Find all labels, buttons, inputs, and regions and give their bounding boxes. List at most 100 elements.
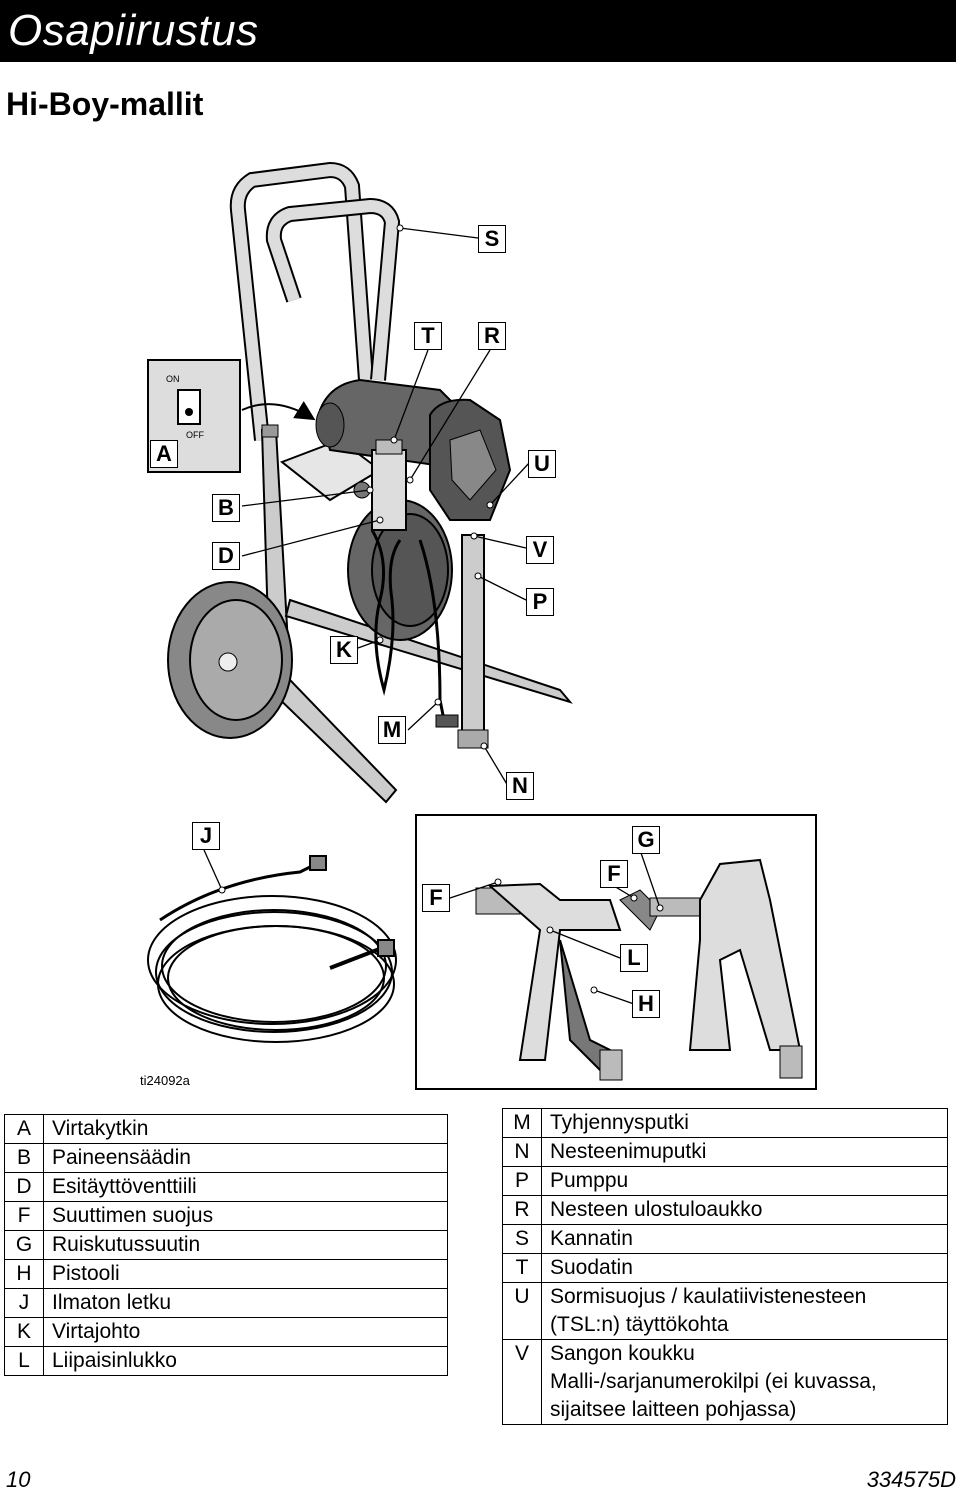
left-wheel — [167, 581, 293, 739]
legend-label-line: Nesteen ulostuloaukko — [550, 1198, 763, 1221]
legend-label: Pistooli — [43, 1259, 448, 1289]
switch-inset: ON OFF — [147, 359, 241, 473]
legend-row: J Ilmaton letku — [4, 1288, 448, 1318]
parts-illustration: ON OFF — [147, 161, 817, 1090]
legend-label-line: Nesteenimuputki — [550, 1140, 707, 1163]
legend-label: Kannatin — [541, 1224, 948, 1254]
legend-key: B — [4, 1143, 44, 1173]
legend-label-line: Ruiskutussuutin — [52, 1233, 201, 1256]
legend-row: K Virtajohto — [4, 1317, 448, 1347]
legend-label-line: Virtakytkin — [52, 1117, 149, 1140]
legend-key: M — [502, 1108, 542, 1138]
legend-label: Esitäyttöventtiili — [43, 1172, 448, 1202]
legend-key: A — [4, 1114, 44, 1144]
legend-label: Tyhjennysputki — [541, 1108, 948, 1138]
callout-g: G — [632, 826, 660, 854]
legend-row: H Pistooli — [4, 1259, 448, 1289]
pump-rod — [457, 534, 489, 749]
legend-label-line: Sormisuojus / kaulatiivistenesteen — [550, 1285, 867, 1308]
legend-label: Ruiskutussuutin — [43, 1230, 448, 1260]
legend-label-line: Suuttimen suojus — [52, 1204, 214, 1227]
legend-row: A Virtakytkin — [4, 1114, 448, 1144]
legend-label: Nesteenimuputki — [541, 1137, 948, 1167]
callout-t: T — [414, 322, 442, 350]
legend-label-line: Liipaisinlukko — [52, 1349, 177, 1372]
document-number: 334575D — [866, 1467, 956, 1492]
legend-label-line: Virtajohto — [52, 1320, 141, 1343]
legend-label-line: Kannatin — [550, 1227, 633, 1250]
legend-row: R Nesteen ulostuloaukko — [502, 1195, 948, 1225]
legend-key: R — [502, 1195, 542, 1225]
legend-label-line: Ilmaton letku — [52, 1291, 172, 1314]
legend-row: D Esitäyttöventtiili — [4, 1172, 448, 1202]
legend-key: U — [502, 1282, 542, 1340]
callout-s: S — [478, 225, 506, 253]
legend-key: H — [4, 1259, 44, 1289]
callout-b: B — [212, 494, 240, 522]
legend-row: B Paineensäädin — [4, 1143, 448, 1173]
legend-key: P — [502, 1166, 542, 1196]
leader-lines — [203, 227, 661, 1005]
callout-v: V — [526, 536, 554, 564]
callout-a: A — [150, 440, 178, 468]
legend-label-line: Pumppu — [550, 1169, 629, 1192]
legend-row: F Suuttimen suojus — [4, 1201, 448, 1231]
legend-row: G Ruiskutussuutin — [4, 1230, 448, 1260]
page-title: Osapiirustus — [8, 6, 259, 55]
callout-j: J — [192, 822, 220, 850]
callout-d: D — [212, 542, 240, 570]
section-heading: Hi-Boy-mallit — [6, 86, 204, 122]
legend-label-line: Suodatin — [550, 1256, 633, 1279]
legend-label-line: Esitäyttöventtiili — [52, 1175, 197, 1198]
legend-label: Virtakytkin — [43, 1114, 448, 1144]
callout-n: N — [506, 772, 534, 800]
hose-coil — [147, 855, 397, 1043]
callout-f-right: F — [600, 860, 628, 888]
legend-row: N Nesteenimuputki — [502, 1137, 948, 1167]
legend-label: Paineensäädin — [43, 1143, 448, 1173]
callout-u: U — [528, 450, 556, 478]
cart-handle — [229, 161, 401, 441]
legend-label-line: sijaitsee laitteen pohjassa) — [550, 1398, 797, 1421]
legend-label: Nesteen ulostuloaukko — [541, 1195, 948, 1225]
power-cord — [370, 529, 402, 696]
drain-tube — [418, 539, 446, 721]
legend-key: S — [502, 1224, 542, 1254]
spray-gun-2 — [619, 858, 803, 1079]
callout-k: K — [330, 636, 358, 664]
legend-row: L Liipaisinlukko — [4, 1346, 448, 1376]
switch-off-label: OFF — [186, 430, 204, 440]
legend-key: F — [4, 1201, 44, 1231]
legend-label-line: Paineensäädin — [52, 1146, 191, 1169]
legend-label: Sormisuojus / kaulatiivistenesteen(TSL:n… — [541, 1282, 948, 1340]
legend-key: L — [4, 1346, 44, 1376]
callout-r: R — [478, 322, 506, 350]
callout-m: M — [378, 716, 406, 744]
figure-id: ti24092a — [140, 1073, 190, 1088]
legend-key: J — [4, 1288, 44, 1318]
legend-label-line: Pistooli — [52, 1262, 120, 1285]
legend-label: Virtajohto — [43, 1317, 448, 1347]
legend-key: K — [4, 1317, 44, 1347]
legend-key: T — [502, 1253, 542, 1283]
legend-label-line: Malli-/sarjanumerokilpi (ei kuvassa, — [550, 1370, 877, 1393]
legend-label-line: Sangon koukku — [550, 1342, 695, 1365]
page-number: 10 — [6, 1467, 31, 1492]
legend-row: P Pumppu — [502, 1166, 948, 1196]
legend-key: D — [4, 1172, 44, 1202]
legend-key: N — [502, 1137, 542, 1167]
callout-p: P — [526, 588, 554, 616]
callout-f-left: F — [422, 884, 450, 912]
legend-row: T Suodatin — [502, 1253, 948, 1283]
control-box — [429, 398, 512, 521]
legend-label: Suodatin — [541, 1253, 948, 1283]
legend-key: G — [4, 1230, 44, 1260]
filter-housing — [353, 439, 407, 531]
legend-label: Liipaisinlukko — [43, 1346, 448, 1376]
legend-row: S Kannatin — [502, 1224, 948, 1254]
